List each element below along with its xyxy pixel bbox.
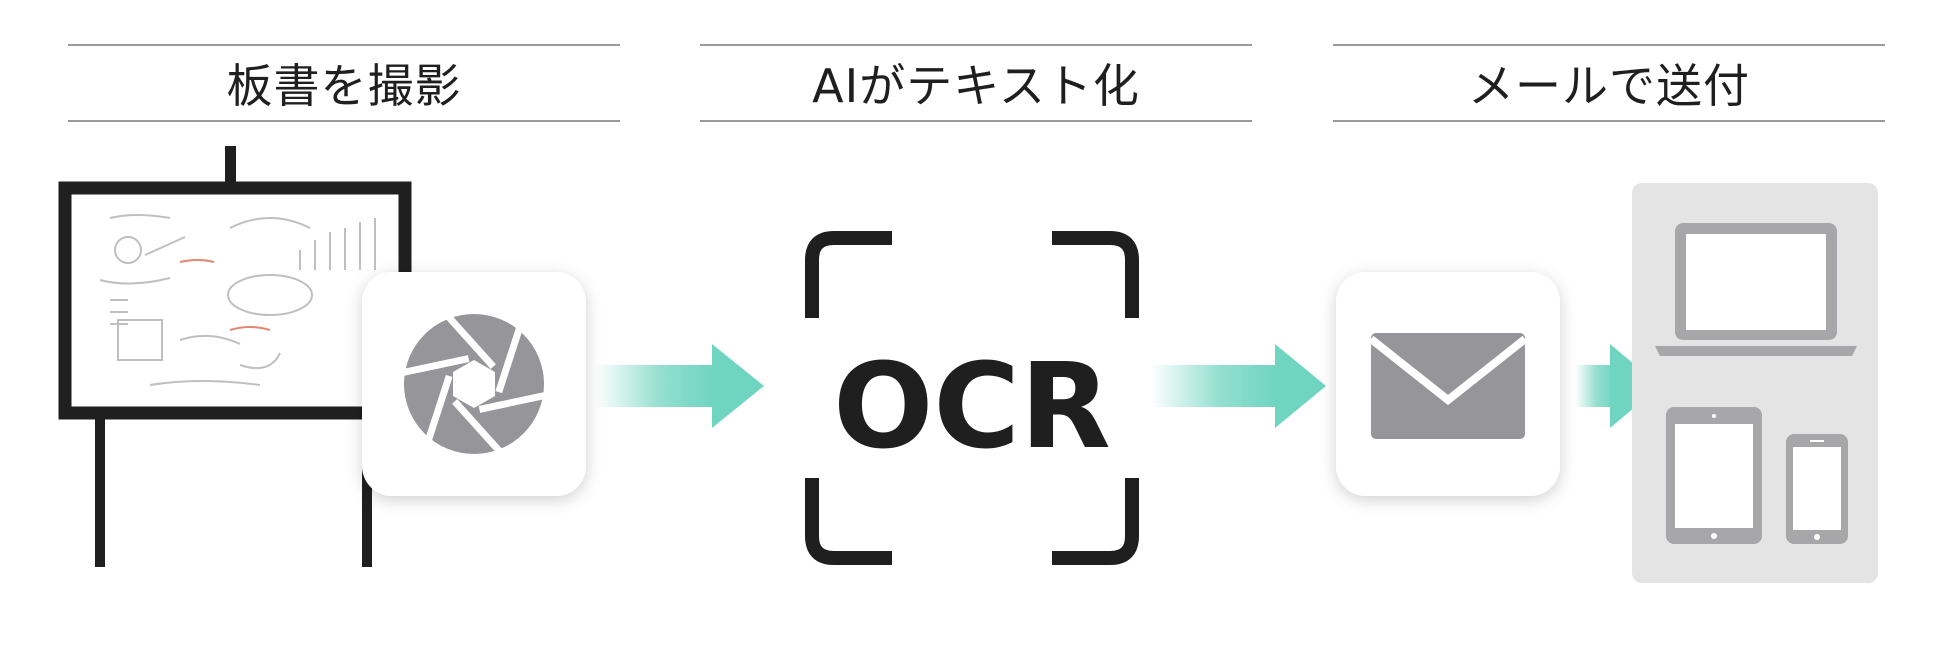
mail-tile	[1336, 272, 1560, 496]
flow-arrow-2	[1150, 344, 1326, 428]
flow-arrow-1	[595, 344, 764, 428]
devices-panel	[1632, 183, 1878, 583]
tablet-icon	[1666, 407, 1762, 544]
ocr-label: OCR	[833, 337, 1111, 475]
mail-envelope-icon	[1371, 333, 1525, 439]
whiteboard-icon	[65, 146, 405, 567]
smartphone-icon	[1786, 434, 1848, 544]
camera-tile	[362, 272, 586, 496]
laptop-icon	[1655, 223, 1857, 356]
